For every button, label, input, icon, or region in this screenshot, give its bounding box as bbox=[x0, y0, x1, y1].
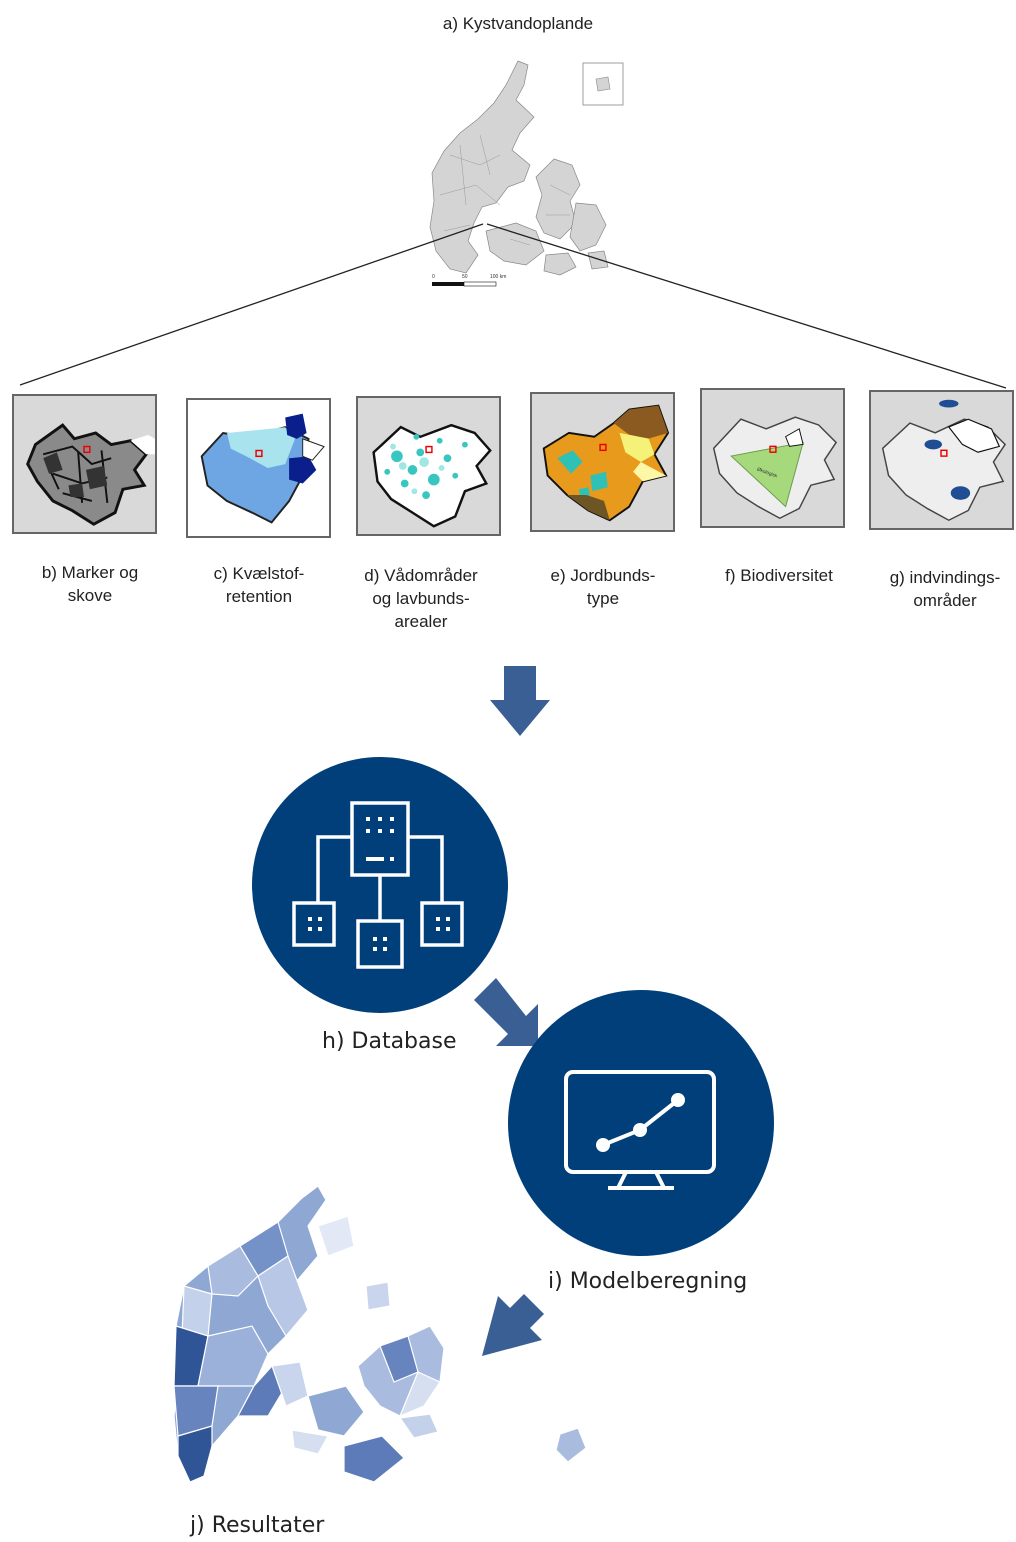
map-title: a) Kystvandoplande bbox=[442, 14, 594, 33]
panel-biodiversity: Økologisk bbox=[700, 388, 845, 528]
results-choropleth-map bbox=[173, 1186, 587, 1483]
panel-label-b: b) Marker og skove bbox=[41, 563, 139, 605]
panel-label-c: c) Kvælstof- retention bbox=[213, 564, 305, 606]
database-step bbox=[252, 757, 508, 1013]
panel-label-d: d) Vådområder og lavbunds- arealer bbox=[364, 566, 478, 631]
results-label: j) Resultater bbox=[190, 1513, 325, 1538]
panel-label-e: e) Jordbunds- type bbox=[550, 566, 656, 608]
denmark-catchment-map: 0 50 100 km bbox=[429, 60, 624, 287]
panel-wetlands bbox=[356, 396, 501, 536]
scalebar-tick: 100 km bbox=[490, 274, 506, 280]
database-hierarchy-icon bbox=[292, 801, 464, 969]
scalebar-tick: 50 bbox=[462, 274, 468, 280]
panel-label-f: f) Biodiversitet bbox=[725, 566, 833, 585]
panel-fields-forest bbox=[12, 394, 157, 534]
zoom-lines bbox=[19, 223, 1007, 389]
scalebar-tick: 0 bbox=[432, 274, 435, 280]
panel-abstraction-areas bbox=[869, 390, 1014, 530]
panel-nitrogen-retention bbox=[186, 398, 331, 538]
arrow-down-icon bbox=[490, 666, 550, 736]
model-label: i) Modelberegning bbox=[548, 1269, 748, 1294]
panel-soil-type bbox=[530, 392, 675, 532]
database-label: h) Database bbox=[322, 1029, 457, 1054]
panel-label-g: g) indvindings- områder bbox=[889, 568, 1001, 610]
model-step bbox=[508, 990, 774, 1256]
monitor-chart-icon bbox=[564, 1070, 716, 1190]
